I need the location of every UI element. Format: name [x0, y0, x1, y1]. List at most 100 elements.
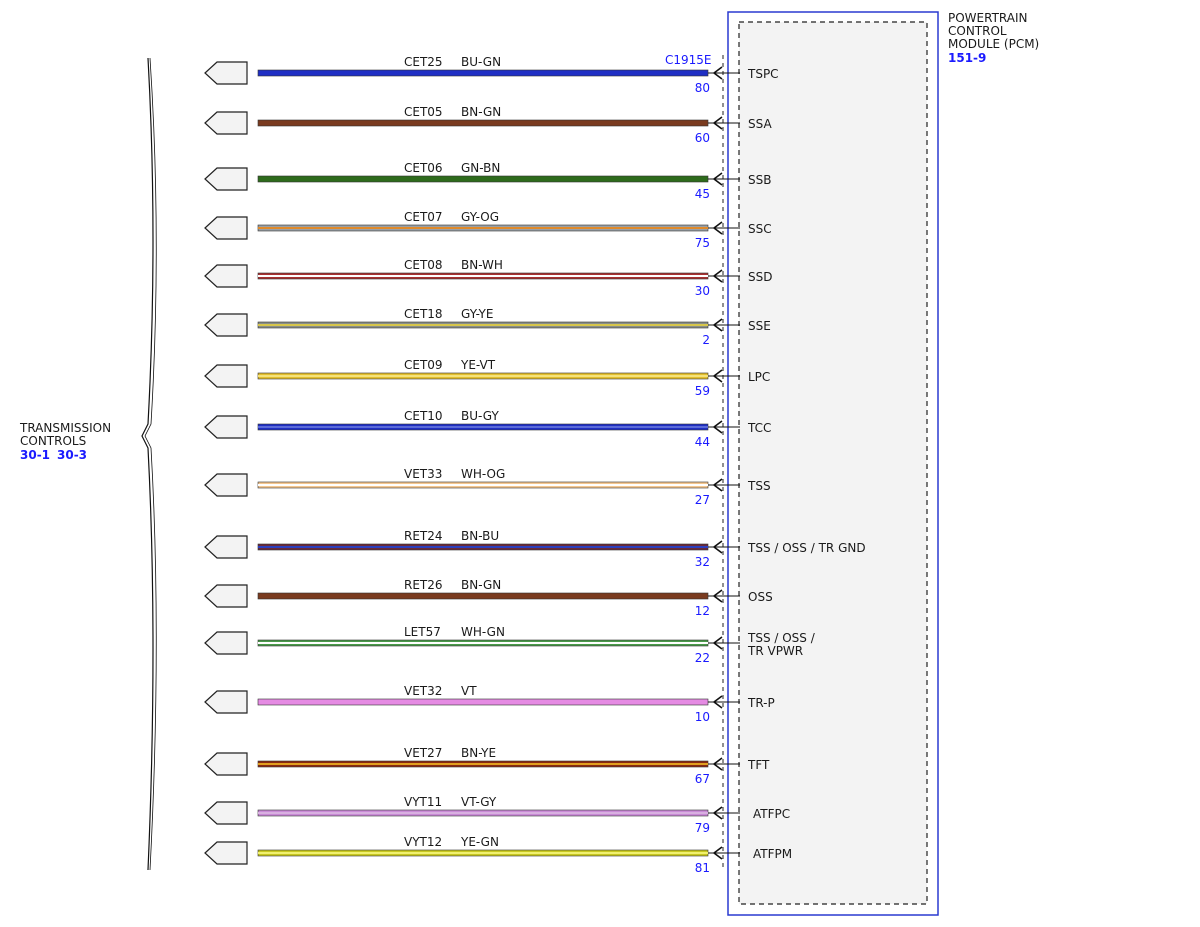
left-component-label-line1: TRANSMISSION [19, 421, 111, 435]
pin-number-label: 59 [695, 384, 710, 398]
wire-row: CET10 BU-GY 44 TCC [204, 409, 771, 449]
terminal-connector-icon[interactable] [204, 61, 248, 85]
left-component-ref-a[interactable]: 30-1 [20, 448, 50, 462]
pin-number-label: 22 [695, 651, 710, 665]
wire-color-code-label: BU-GY [461, 409, 499, 423]
circuit-id-label: RET26 [404, 578, 443, 592]
terminal-connector-icon[interactable] [204, 415, 248, 439]
signal-name-label: TR-P [747, 696, 775, 710]
wire-segment[interactable] [257, 69, 709, 77]
terminal-connector-icon[interactable] [204, 167, 248, 191]
terminal-connector-icon[interactable] [204, 690, 248, 714]
circuit-id-label: CET06 [404, 161, 443, 175]
signal-name-label: SSA [748, 117, 772, 131]
wire-segment[interactable] [257, 592, 709, 600]
circuit-id-label: CET09 [404, 358, 443, 372]
wire-row: RET26 BN-GN 12 OSS [204, 578, 773, 618]
module-label-line1: POWERTRAIN [948, 11, 1028, 25]
signal-name-label: SSE [748, 319, 771, 333]
pin-number-label: 60 [695, 131, 710, 145]
wire-segment[interactable] [257, 698, 709, 706]
signal-name-label: ATFPM [753, 847, 792, 861]
wire-color-code-label: BN-WH [461, 258, 503, 272]
pcm-module-inner [738, 21, 928, 905]
wire-segment[interactable] [257, 119, 709, 127]
signal-name-label: TSS / OSS / [747, 631, 816, 645]
circuit-id-label: CET05 [404, 105, 443, 119]
wire-stripe [258, 812, 708, 814]
wire-color-code-label: YE-VT [460, 358, 496, 372]
wire-row: CET05 BN-GN 60 SSA [204, 105, 772, 145]
terminal-connector-icon[interactable] [204, 111, 248, 135]
terminal-connector-icon[interactable] [204, 631, 248, 655]
wire-color-code-label: GY-YE [461, 307, 493, 321]
pin-number-label: 32 [695, 555, 710, 569]
connector-id-label: C1915E [665, 53, 712, 67]
wire-color-code-label: BN-BU [461, 529, 499, 543]
terminal-connector-icon[interactable] [204, 264, 248, 288]
terminal-connector-icon[interactable] [204, 364, 248, 388]
wire-stripe [258, 375, 708, 377]
wire-color-code-label: BN-GN [461, 578, 501, 592]
signal-name-label: SSB [748, 173, 771, 187]
signal-name-label: TCC [747, 421, 771, 435]
circuit-id-label: RET24 [404, 529, 443, 543]
signal-name-label: OSS [748, 590, 773, 604]
module-ref-link[interactable]: 151-9 [948, 51, 986, 65]
signal-name-label: TR VPWR [747, 644, 803, 658]
circuit-id-label: CET10 [404, 409, 443, 423]
circuit-id-label: CET18 [404, 307, 443, 321]
wire-color-code-label: GN-BN [461, 161, 500, 175]
terminal-connector-icon[interactable] [204, 584, 248, 608]
wire-color-code-label: GY-OG [461, 210, 499, 224]
terminal-connector-icon[interactable] [204, 313, 248, 337]
wire-color-code-label: BN-GN [461, 105, 501, 119]
left-component-ref-b[interactable]: 30-3 [57, 448, 87, 462]
circuit-id-label: VET32 [404, 684, 442, 698]
pin-number-label: 12 [695, 604, 710, 618]
circuit-id-label: CET08 [404, 258, 443, 272]
terminal-connector-icon[interactable] [204, 473, 248, 497]
terminal-connector-icon[interactable] [204, 841, 248, 865]
terminal-connector-icon[interactable] [204, 535, 248, 559]
wire-stripe [258, 227, 708, 229]
wire-stripe [258, 426, 708, 428]
pin-number-label: 81 [695, 861, 710, 875]
pin-number-label: 44 [695, 435, 710, 449]
terminal-connector-icon[interactable] [204, 752, 248, 776]
wire-stripe [258, 763, 708, 765]
pin-number-label: 10 [695, 710, 710, 724]
module-label-line2: CONTROL [948, 24, 1007, 38]
left-brace-inner [144, 57, 157, 871]
wire-color-code-label: BN-YE [461, 746, 496, 760]
terminal-connector-icon[interactable] [204, 801, 248, 825]
terminal-connector-icon[interactable] [204, 216, 248, 240]
wire-color-code-label: BU-GN [461, 55, 501, 69]
circuit-id-label: VET33 [404, 467, 442, 481]
wire-color-code-label: YE-GN [460, 835, 499, 849]
wire-color-code-label: VT-GY [461, 795, 497, 809]
pin-number-label: 67 [695, 772, 710, 786]
wire-color-code-label: WH-OG [461, 467, 505, 481]
pin-number-label: 27 [695, 493, 710, 507]
wire-stripe [258, 275, 708, 277]
wire-stripe [258, 484, 708, 486]
wire-stripe [258, 852, 708, 854]
wire-stripe [258, 324, 708, 326]
pin-number-label: 30 [695, 284, 710, 298]
circuit-id-label: CET25 [404, 55, 443, 69]
wire-segment[interactable] [257, 175, 709, 183]
left-component-label-line2: CONTROLS [20, 434, 86, 448]
signal-name-label: TFT [747, 758, 770, 772]
